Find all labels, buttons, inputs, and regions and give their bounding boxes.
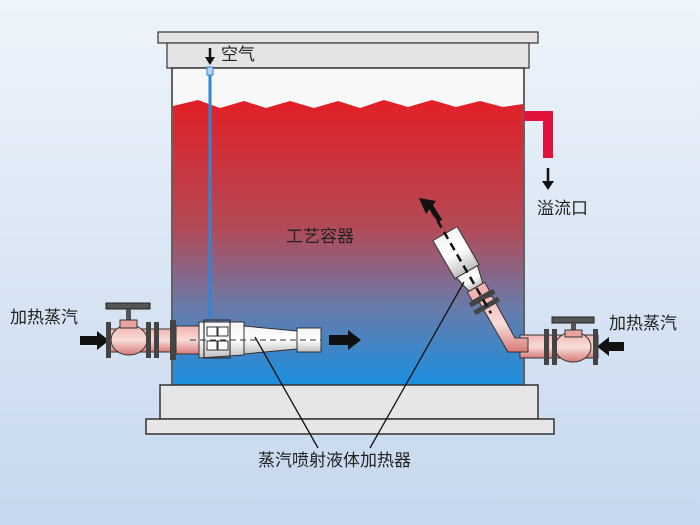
right-steam-label: 加热蒸汽	[609, 314, 677, 334]
tank-base-plate	[145, 418, 555, 435]
left-discharge-arrow-icon	[329, 330, 361, 350]
overflow-pipe	[524, 111, 553, 158]
tank-base	[159, 384, 539, 420]
left-steam-pipe	[107, 324, 179, 356]
right-discharge-arrow-icon	[419, 198, 443, 223]
heater-label: 蒸汽喷射液体加热器	[258, 451, 411, 471]
left-steam-injector-icon	[175, 319, 322, 359]
right-steam-pipe	[519, 331, 599, 363]
overflow-label: 溢流口	[537, 199, 588, 219]
tank-lid	[166, 42, 530, 69]
right-elbow-pipe	[477, 295, 529, 353]
right-steam-injector-icon	[429, 208, 501, 316]
overflow-arrow-icon	[542, 168, 554, 190]
vessel-label: 工艺容器	[286, 227, 354, 247]
left-gate-valve-icon	[105, 302, 151, 329]
liquid	[173, 100, 523, 385]
tank-lid-top	[157, 31, 539, 44]
air-arrow-icon	[205, 48, 215, 65]
right-gate-valve-icon	[551, 316, 595, 338]
left-heater-leader-line	[254, 336, 319, 449]
air-label: 空气	[221, 45, 255, 65]
air-inlet-fitting	[206, 66, 214, 76]
left-steam-arrow-icon	[80, 331, 109, 350]
left-pipe-flange-icon	[106, 320, 176, 360]
right-pipe-flange-icon	[544, 329, 598, 365]
left-steam-label: 加热蒸汽	[10, 308, 78, 328]
right-heater-leader-line	[369, 281, 465, 449]
right-steam-arrow-icon	[597, 337, 624, 356]
